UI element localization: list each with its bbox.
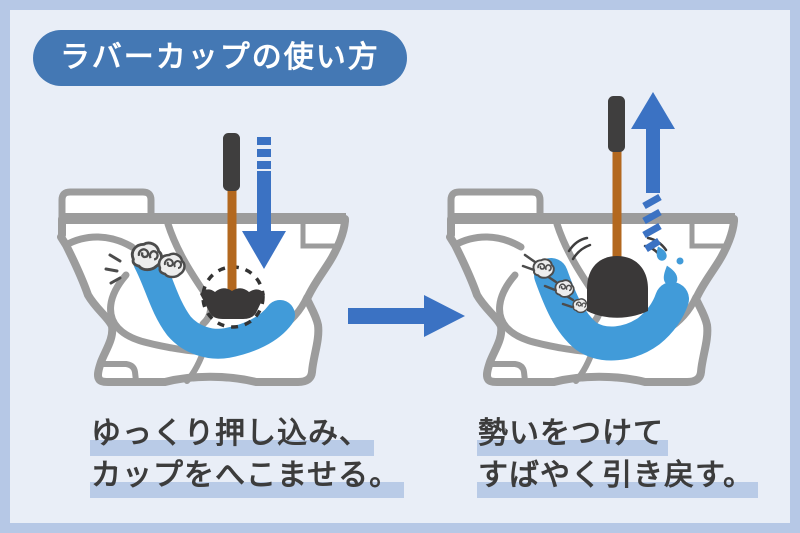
plunger-cup-collapsed: [200, 288, 265, 319]
splash-droplets: [653, 244, 684, 288]
caption-pull-up: 勢いをつけて すばやく引き戻す。: [477, 414, 758, 498]
plunger-shaft: [612, 147, 622, 259]
step-push-down-illustration: [50, 133, 350, 415]
caption-line: ゆっくり押し込み、: [90, 414, 374, 456]
step-pull-up-illustration: [439, 92, 739, 415]
transition-arrow-icon: [348, 295, 465, 337]
page-title: ラバーカップの使い方: [33, 30, 407, 86]
down-arrow-icon: [242, 137, 286, 269]
plunger-cup-dome: [587, 256, 648, 318]
caption-line: カップをへこませる。: [90, 456, 405, 498]
plunger-handle: [223, 133, 240, 191]
caption-push-down: ゆっくり押し込み、 カップをへこませる。: [90, 414, 405, 498]
clog-emphasis-lines: [104, 253, 122, 285]
water-shape: [534, 258, 689, 361]
caption-line: すばやく引き戻す。: [477, 456, 758, 498]
plunger-shaft: [227, 185, 237, 297]
plunger-handle: [608, 96, 625, 152]
caption-line: 勢いをつけて: [477, 414, 668, 456]
water-shape: [133, 246, 295, 359]
up-arrow-icon: [631, 92, 675, 252]
